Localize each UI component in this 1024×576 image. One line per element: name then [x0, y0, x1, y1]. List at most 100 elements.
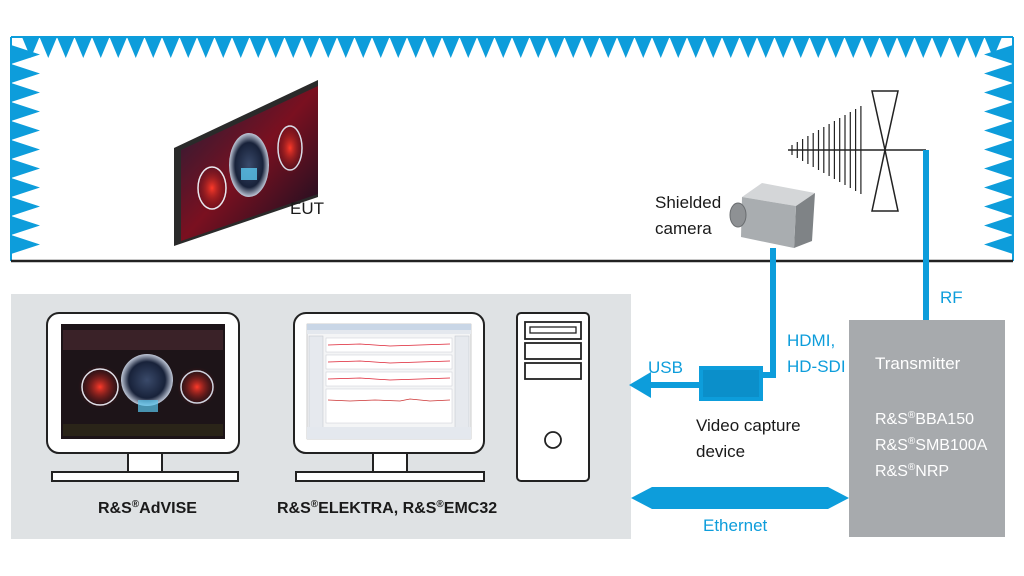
absorber-cone-top [704, 37, 722, 58]
advise-screen-left-gauge-glow [78, 365, 122, 409]
advise-screen-right-gauge [180, 370, 214, 404]
absorber-cone-top [407, 37, 425, 58]
eut-center-gauge [229, 133, 269, 197]
hdmi-label-line1: HDMI, [787, 331, 835, 350]
absorber-cone-left [11, 121, 40, 140]
absorber-cone-top [529, 37, 547, 58]
capture-device-label-line1: Video capture [696, 416, 801, 435]
anechoic-chamber [10, 36, 1014, 263]
absorber-cone-top [92, 37, 110, 58]
eut-dashboard-display [174, 80, 318, 246]
camera-top [742, 183, 815, 206]
absorber-cone-top [722, 37, 740, 58]
rf-label: RF [940, 288, 963, 307]
absorber-cone-right [984, 216, 1013, 235]
absorber-cone-top [144, 37, 162, 58]
advise-label: R&S®AdVISE [98, 499, 197, 517]
absorber-cone-top [127, 37, 145, 58]
absorber-cone-top [774, 37, 792, 58]
advise-screen-status [63, 424, 223, 436]
elektra-screen-statusbar [307, 427, 471, 439]
elektra-screen-toolbar [307, 330, 471, 334]
advise-monitor-stand [51, 471, 239, 482]
eut-left-gauge-glow [194, 162, 230, 214]
absorber-cone-top [739, 37, 757, 58]
usb-label: USB [648, 358, 683, 377]
absorber-cone-left [11, 140, 40, 159]
elektra-monitor-neck [372, 452, 408, 474]
absorber-cone-top [57, 37, 75, 58]
absorber-cone-top [372, 37, 390, 58]
absorber-cone-left [11, 45, 40, 64]
shielded-camera-icon [729, 183, 815, 248]
absorber-cone-top [22, 37, 40, 58]
camera-lens [729, 202, 747, 228]
eut-right-gauge-glow [274, 120, 306, 176]
elektra-plot-1-trace [327, 343, 451, 347]
absorber-cone-top [284, 37, 302, 58]
pc-tower-icon [516, 312, 590, 482]
absorber-cone-top [337, 37, 355, 58]
absorber-cone-top [424, 37, 442, 58]
absorber-cone-top [302, 37, 320, 58]
absorber-cone-right [984, 178, 1013, 197]
cables [629, 150, 929, 509]
elektra-emc32-label: R&S®ELEKTRA, R&S®EMC32 [277, 499, 497, 517]
elektra-monitor-stand [295, 471, 485, 482]
absorber-cone-right [984, 64, 1013, 83]
absorber-cone-right [984, 159, 1013, 178]
absorber-cone-top [617, 37, 635, 58]
absorber-cone-top [267, 37, 285, 58]
absorber-cone-top [354, 37, 372, 58]
absorber-cone-top [897, 37, 915, 58]
eut-right-gauge [277, 125, 303, 171]
absorber-cone-top [442, 37, 460, 58]
absorber-cone-top [459, 37, 477, 58]
ethernet-label: Ethernet [703, 516, 768, 535]
absorber-cone-top [967, 37, 985, 58]
absorber-cone-top [862, 37, 880, 58]
elektra-plot-3-trace [327, 377, 451, 381]
absorber-cone-top [109, 37, 127, 58]
absorber-cone-top [512, 37, 530, 58]
absorber-cone-top [949, 37, 967, 58]
advise-screen-right-gauge-glow [177, 367, 217, 407]
absorber-cone-right [984, 83, 1013, 102]
antenna-icon [788, 90, 926, 212]
elektra-screen-tree [308, 335, 324, 435]
elektra-plot-1 [325, 337, 453, 353]
hdmi-cable [762, 248, 776, 378]
elektra-plot-2 [325, 354, 453, 370]
absorber-cone-right [984, 121, 1013, 140]
transmitter-product-smb100a: R&S®SMB100A [875, 436, 988, 454]
absorber-cone-top [914, 37, 932, 58]
camera-label-line2: camera [655, 219, 712, 238]
absorber-cone-left [11, 159, 40, 178]
absorber-cone-left [11, 235, 40, 254]
elektra-plot-4 [325, 388, 453, 424]
absorber-cone-top [809, 37, 827, 58]
chamber-interior [11, 37, 1014, 261]
absorber-cone-right [984, 197, 1013, 216]
transmitter-product-bba150: R&S®BBA150 [875, 410, 974, 428]
elektra-screen-titlebar [307, 324, 471, 330]
absorber-cone-top [984, 37, 1002, 58]
absorber-cone-left [11, 178, 40, 197]
advise-monitor [46, 312, 240, 482]
absorber-cones [11, 37, 1013, 254]
absorber-cone-top [74, 37, 92, 58]
absorber-cone-top [687, 37, 705, 58]
absorber-cone-top [179, 37, 197, 58]
elektra-plot-2-trace [327, 360, 451, 364]
antenna-upper-dipole [871, 90, 899, 151]
eut-center-readout [241, 168, 257, 180]
pc-drive-slot [529, 326, 577, 334]
absorber-cone-top [564, 37, 582, 58]
absorber-cone-top [757, 37, 775, 58]
elektra-screen-side-panel [454, 335, 470, 435]
absorber-cone-top [319, 37, 337, 58]
absorber-cone-left [11, 102, 40, 121]
absorber-cone-top [599, 37, 617, 58]
absorber-cone-top [39, 37, 57, 58]
